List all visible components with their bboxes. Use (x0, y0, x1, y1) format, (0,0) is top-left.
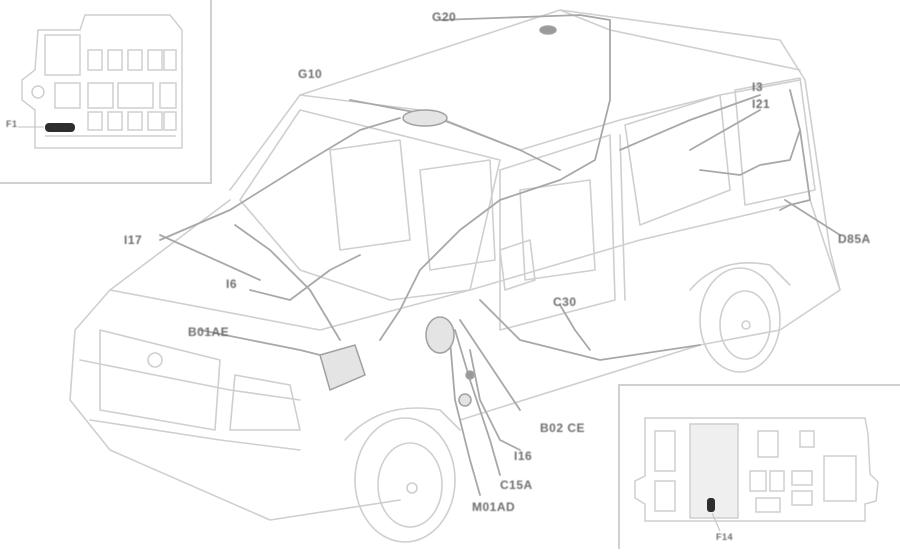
label-c15a: C15A (500, 478, 533, 492)
label-c30: C30 (553, 295, 577, 309)
fuse-label-right: F14 (716, 532, 734, 542)
label-i6: I6 (226, 277, 238, 291)
label-d85a: D85A (838, 232, 871, 246)
fuse-label-left: F1 (6, 119, 18, 129)
label-b01ae: B01AE (188, 325, 230, 339)
label-g10: G10 (298, 67, 323, 81)
fuse-box-inset-right: F14 (618, 384, 900, 549)
fuse-box-right-illustration (634, 417, 879, 532)
label-i3: I3 (752, 80, 764, 94)
label-g20: G20 (432, 10, 457, 24)
fuse-box-left-illustration (18, 14, 183, 149)
label-i21: I21 (752, 97, 771, 111)
label-m01ad: M01AD (472, 500, 516, 514)
fuse-highlight-right (707, 498, 715, 512)
label-i16: I16 (514, 449, 533, 463)
fuse-highlight-left (45, 123, 75, 132)
label-b02ce: B02 CE (540, 421, 586, 435)
label-i17: I17 (124, 233, 143, 247)
fuse-box-inset-left: F1 (0, 0, 212, 184)
